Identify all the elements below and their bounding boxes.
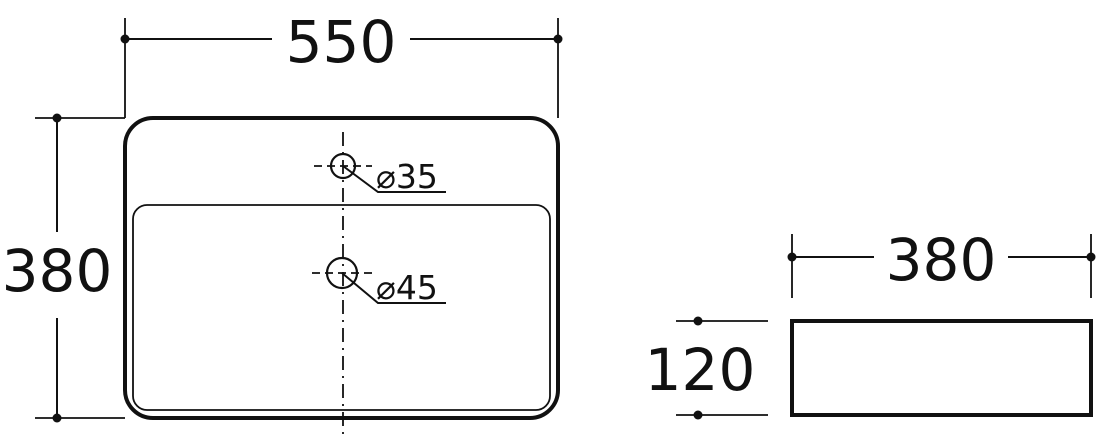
side-height-dot-top — [693, 316, 703, 326]
tap-hole-leader — [342, 165, 446, 193]
side-height-dot-bottom — [693, 410, 703, 420]
width-dim-dot-right — [553, 34, 563, 44]
drain-hole-label: ⌀45 — [376, 268, 438, 307]
width-label: 550 — [286, 8, 397, 76]
top-view — [35, 18, 563, 437]
tap-hole-label: ⌀35 — [376, 157, 438, 196]
side-width-label: 380 — [886, 226, 997, 294]
basin-inner-bowl — [132, 204, 551, 411]
side-view — [676, 234, 1096, 420]
width-dim-dot-left — [120, 34, 130, 44]
side-width-dot-left — [787, 252, 797, 262]
drain-hole-leader — [341, 272, 446, 304]
depth-label: 380 — [2, 237, 113, 305]
depth-dim-dot-top — [52, 113, 62, 123]
side-width-dot-right — [1086, 252, 1096, 262]
side-profile-outline — [790, 319, 1093, 417]
depth-dim-dot-bottom — [52, 413, 62, 423]
basin-outer-outline — [123, 116, 560, 420]
side-height-label: 120 — [645, 336, 756, 404]
